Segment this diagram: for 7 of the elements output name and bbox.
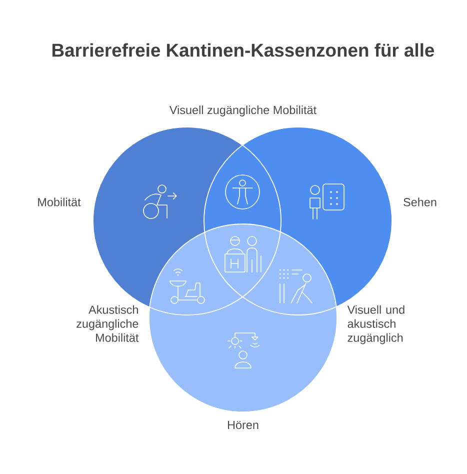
circle-label: Sehen xyxy=(404,198,436,206)
region-label: Akustisch zugängliche Mobilität xyxy=(76,305,139,342)
region-label: Visuell zugängliche Mobilität xyxy=(169,106,316,116)
title: Barrierefreie Kantinen-Kassenzonen für alle xyxy=(52,43,434,57)
region-label: Visuell und akustisch zugänglich xyxy=(347,305,404,344)
circle-label: Hören xyxy=(228,420,258,430)
circle-label: Mobilität xyxy=(38,198,81,206)
